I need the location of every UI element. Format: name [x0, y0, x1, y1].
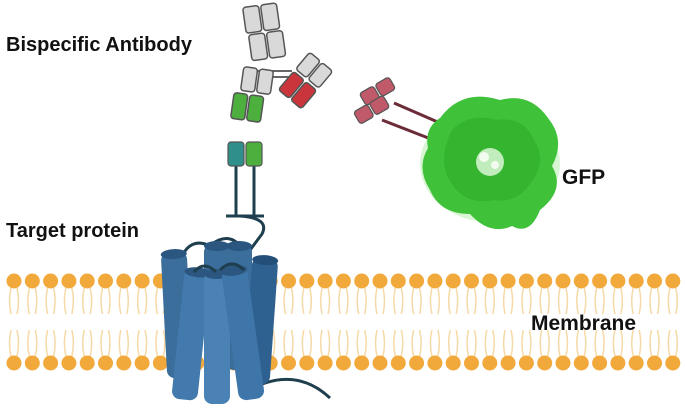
lipid-head: [390, 273, 406, 289]
lipid-head: [116, 355, 132, 371]
gfp-chromophore: [476, 148, 504, 176]
lipid-head: [427, 355, 443, 371]
lipid-head: [43, 273, 59, 289]
lipid-head: [427, 273, 443, 289]
lipid-head: [555, 273, 571, 289]
lipid-head: [665, 273, 681, 289]
lipid-head: [409, 355, 425, 371]
green-tag: [245, 141, 263, 167]
gfp-binding-tags: [353, 77, 441, 143]
label-gfp: GFP: [562, 166, 606, 189]
lipid-head: [79, 355, 95, 371]
lipid-head: [628, 273, 644, 289]
lipid-head: [592, 273, 608, 289]
lipid-head: [647, 355, 662, 371]
lipid-head: [24, 355, 40, 371]
lipid-head: [281, 273, 296, 289]
lipid-head: [390, 355, 406, 371]
lipid-head: [6, 355, 22, 371]
lipid-head: [518, 273, 534, 289]
lipid-head: [61, 355, 77, 371]
lipid-head: [354, 273, 370, 289]
antibody-green-domain: [230, 92, 249, 121]
lipid-head: [335, 355, 351, 371]
lipid-head: [354, 355, 370, 371]
lipid-head: [464, 355, 479, 371]
lipid-head: [61, 273, 77, 289]
antibody-arm-left: [230, 66, 274, 123]
teal-tag: [227, 141, 245, 167]
lipid-heads-bottom: [6, 355, 681, 371]
antibody-fc-region: [242, 2, 287, 62]
lipid-tails-bottom: [8, 329, 679, 357]
lipid-head: [445, 273, 461, 289]
gfp-protein: [420, 96, 560, 230]
lipid-head: [116, 273, 132, 289]
lipid-head: [464, 273, 479, 289]
lipid-head: [647, 273, 662, 289]
lipid-head: [335, 273, 351, 289]
lipid-head: [610, 273, 626, 289]
lipid-head: [6, 273, 22, 289]
lipid-head: [299, 273, 315, 289]
lipid-head: [43, 355, 59, 371]
lipid-head: [98, 355, 113, 371]
target-binding-tags: [226, 141, 264, 218]
lipid-head: [592, 355, 608, 371]
lipid-head: [537, 355, 553, 371]
label-target-protein: Target protein: [6, 220, 139, 242]
lipid-head: [500, 355, 516, 371]
lipid-tails-top: [8, 287, 679, 315]
lipid-head: [518, 355, 534, 371]
lipid-head: [445, 355, 461, 371]
label-membrane: Membrane: [531, 312, 637, 335]
lipid-head: [134, 273, 150, 289]
antibody-arm-right: [278, 52, 333, 109]
lipid-head: [317, 273, 333, 289]
target-protein-helices: [160, 214, 332, 404]
lipid-head: [573, 273, 589, 289]
lipid-head: [281, 355, 296, 371]
lipid-head: [665, 355, 681, 371]
lipid-head: [482, 273, 498, 289]
lipid-head: [24, 273, 40, 289]
lipid-head: [500, 273, 516, 289]
antibody-red-domain: [278, 71, 304, 99]
lipid-head: [628, 355, 644, 371]
lipid-head: [372, 273, 388, 289]
lipid-head: [79, 273, 95, 289]
lipid-head: [537, 273, 553, 289]
lipid-head: [134, 355, 150, 371]
bispecific-antibody: [230, 2, 333, 123]
lipid-head: [299, 355, 315, 371]
lipid-head: [317, 355, 333, 371]
lipid-head: [555, 355, 571, 371]
lipid-head: [409, 273, 425, 289]
lipid-heads-top: [6, 273, 681, 289]
lipid-head: [98, 273, 113, 289]
lipid-head: [152, 355, 168, 371]
lipid-head: [610, 355, 626, 371]
lipid-head: [482, 355, 498, 371]
lipid-head: [372, 355, 388, 371]
label-bispecific-antibody: Bispecific Antibody: [6, 34, 192, 56]
lipid-head: [573, 355, 589, 371]
